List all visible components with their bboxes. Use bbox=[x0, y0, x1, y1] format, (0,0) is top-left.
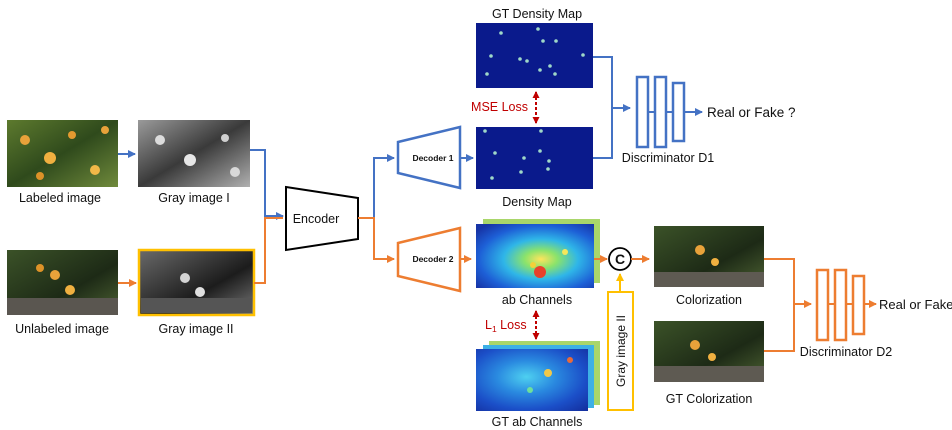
gray-image-2-label: Gray image II bbox=[158, 322, 233, 336]
density-map bbox=[476, 127, 593, 189]
gt-colorization-image bbox=[654, 321, 764, 382]
gt-colorization-label: GT Colorization bbox=[666, 392, 753, 406]
labeled-image bbox=[7, 120, 118, 187]
l1-loss-label: L1 Loss bbox=[485, 318, 527, 334]
unlabeled-image bbox=[7, 250, 118, 315]
decoder-2-label: Decoder 2 bbox=[412, 254, 453, 264]
arrow-gt-density-to-d1 bbox=[593, 56, 631, 112]
discriminator-d2 bbox=[815, 268, 866, 342]
d2-real-or-fake: Real or Fake ? bbox=[879, 297, 952, 312]
gray-image-1 bbox=[138, 120, 250, 187]
gray-image-2 bbox=[137, 248, 256, 317]
arrow-gray2-to-encoder bbox=[254, 217, 283, 284]
encoder-block bbox=[285, 185, 359, 252]
colorization-label: Colorization bbox=[676, 293, 742, 307]
encoder-label: Encoder bbox=[293, 212, 340, 226]
density-map-label: Density Map bbox=[502, 195, 572, 209]
decoder-1-label: Decoder 1 bbox=[412, 153, 453, 163]
gray-image-1-label: Gray image I bbox=[158, 191, 230, 205]
discriminator-d2-label: Discriminator D2 bbox=[800, 345, 892, 359]
discriminator-d1-label: Discriminator D1 bbox=[622, 151, 714, 165]
unlabeled-image-label: Unlabeled image bbox=[15, 322, 109, 336]
arrow-encoder-to-decoder1 bbox=[358, 154, 395, 219]
decoder-2-block bbox=[396, 226, 462, 293]
concat-symbol: C bbox=[615, 251, 625, 267]
d1-real-or-fake: Real or Fake ? bbox=[707, 105, 796, 120]
arrow-encoder-to-decoder2 bbox=[358, 217, 395, 263]
ab-channels-stack bbox=[476, 219, 600, 288]
mse-loss-label: MSE Loss bbox=[471, 100, 528, 114]
labeled-image-label: Labeled image bbox=[19, 191, 101, 205]
colorization-image bbox=[654, 226, 764, 287]
decoder-1-block bbox=[396, 125, 462, 190]
gt-ab-channels-stack bbox=[476, 341, 600, 411]
gray-image-2-box bbox=[607, 291, 634, 411]
gray-image-2-box-label: Gray image II bbox=[614, 315, 628, 387]
gt-ab-channels-label: GT ab Channels bbox=[492, 415, 583, 429]
arrow-density-to-d1 bbox=[593, 108, 613, 159]
gt-density-map bbox=[476, 23, 593, 88]
arrow-gray1-to-encoder bbox=[250, 149, 284, 220]
discriminator-d1 bbox=[635, 75, 686, 149]
ab-channels-label: ab Channels bbox=[502, 293, 572, 307]
arrow-colorization-to-d2 bbox=[764, 258, 812, 308]
gt-density-map-label: GT Density Map bbox=[492, 7, 582, 21]
arrow-gt-colorization-to-d2 bbox=[764, 304, 795, 352]
